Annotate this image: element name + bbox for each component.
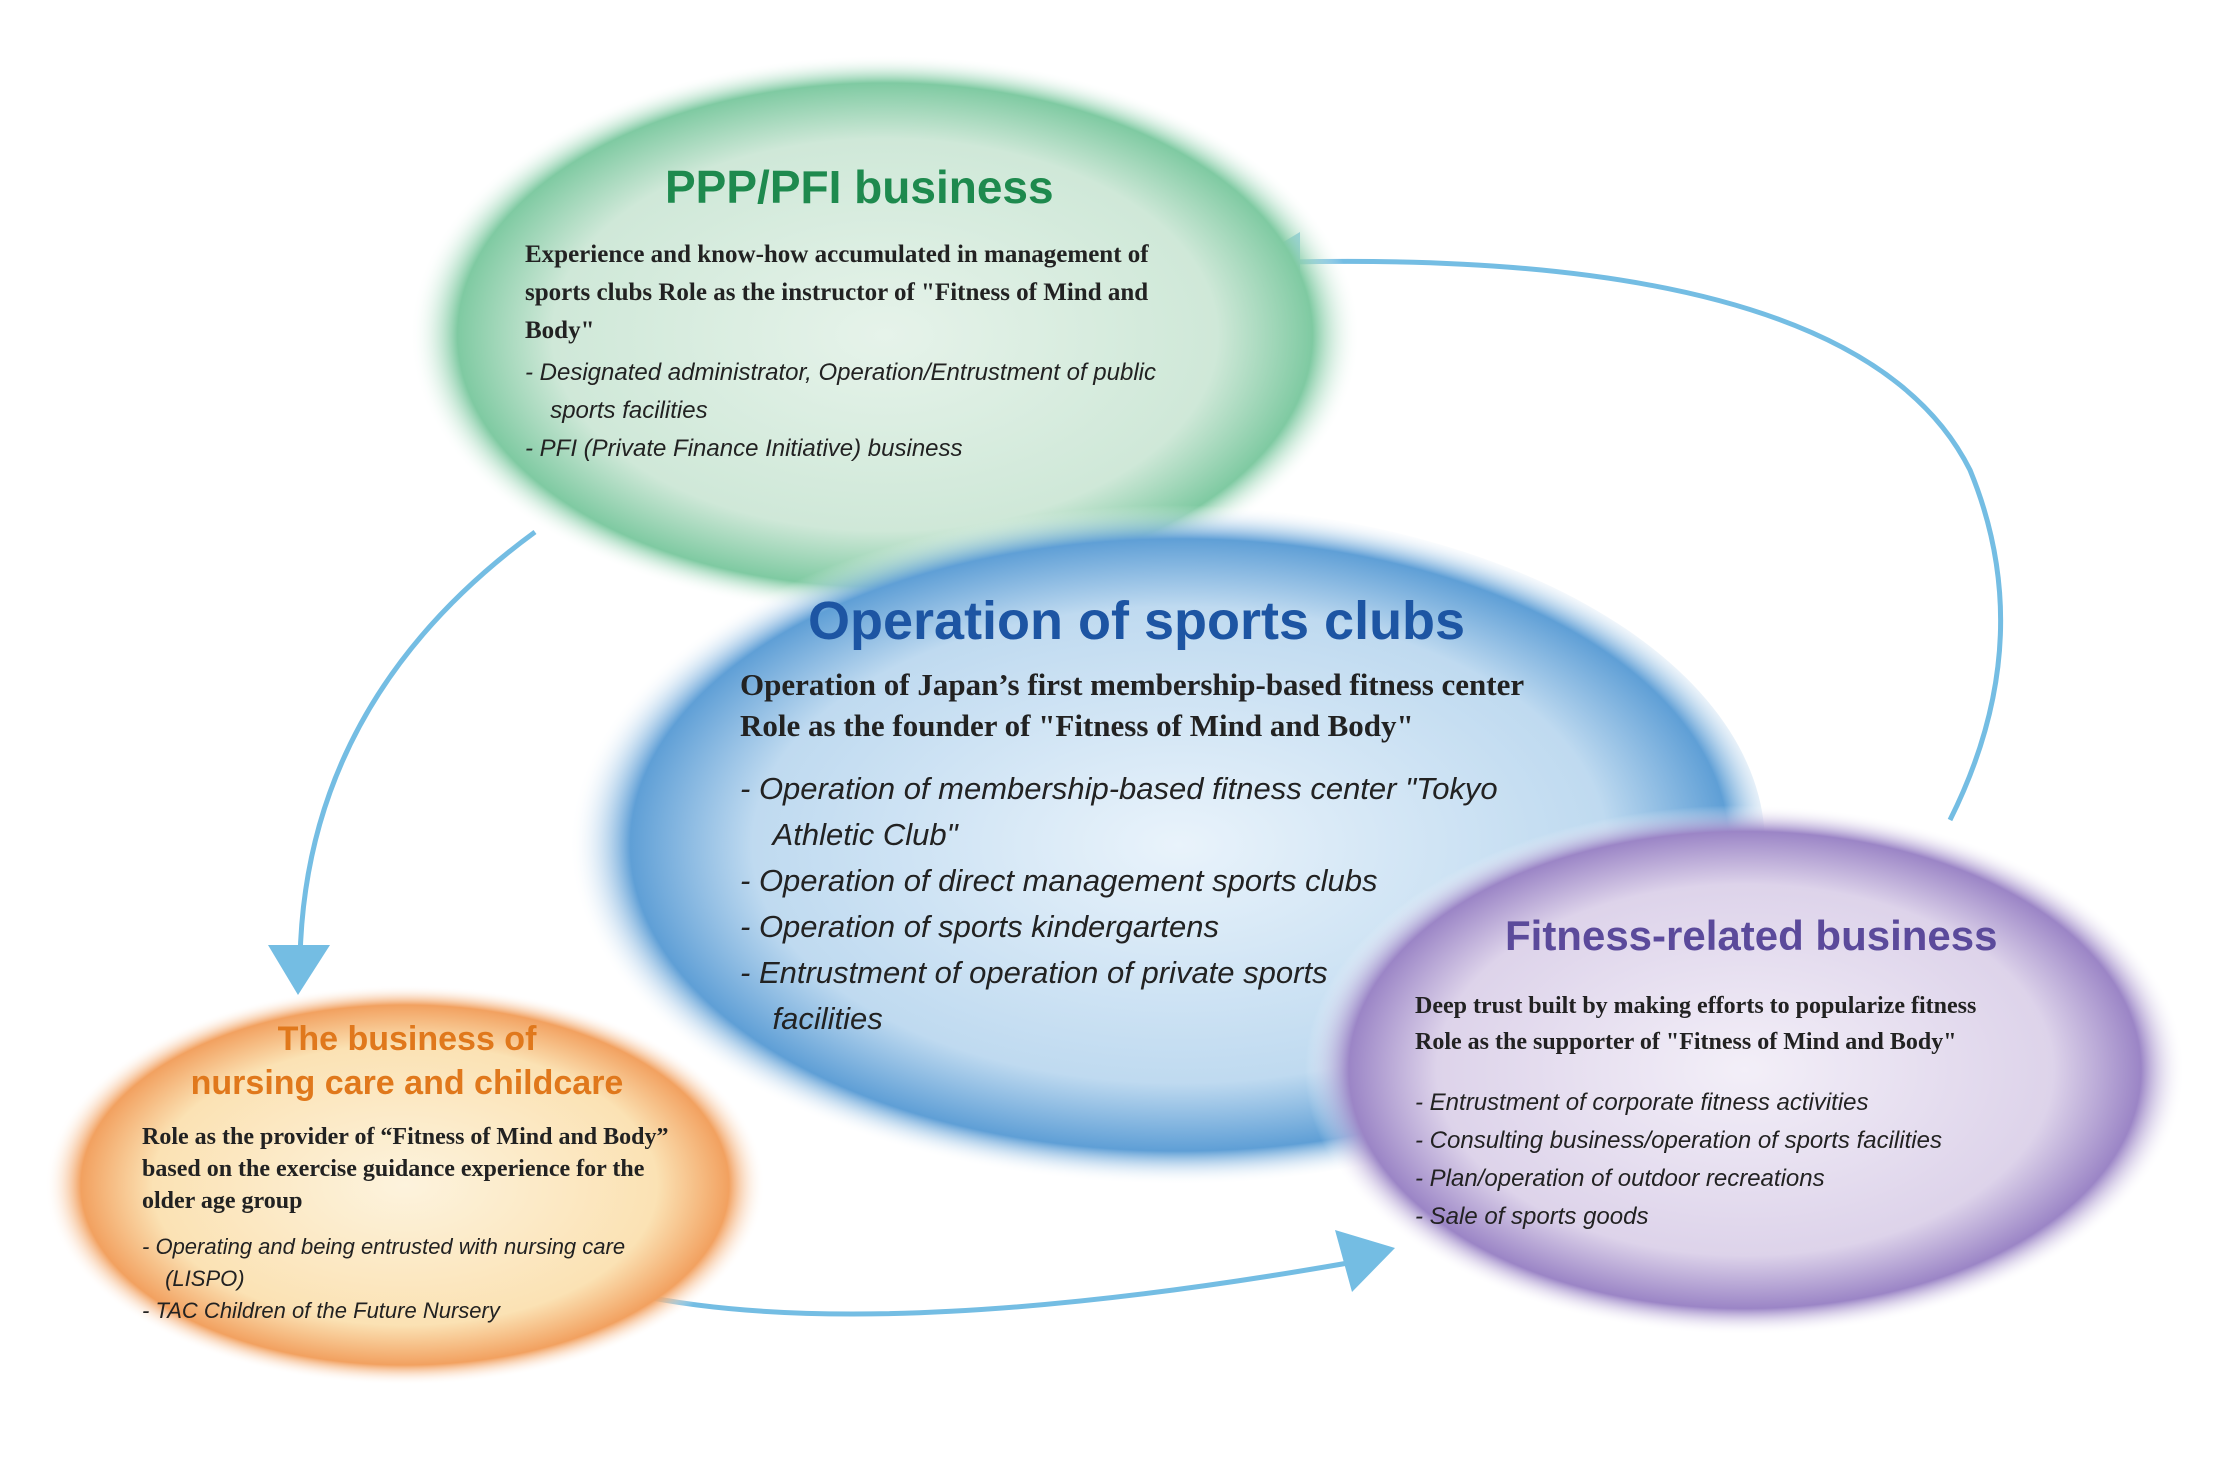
fitness-section: Fitness-related business Deep trust buil…: [1415, 912, 2075, 1252]
nursing-title-line: nursing care and childcare: [190, 1064, 624, 1102]
operation-item: Operation of sports kindergartens: [740, 904, 1640, 950]
fitness-item: Plan/operation of outdoor recreations: [1415, 1160, 2065, 1198]
ppp-title: PPP/PFI business: [665, 161, 1054, 213]
fitness-item-list: Entrustment of corporate fitness activit…: [1415, 1084, 2065, 1236]
fitness-item: Sale of sports goods: [1415, 1198, 2065, 1236]
operation-description-line: Operation of Japan’s first membership-ba…: [740, 667, 1525, 702]
nursing-item: Operating and being entrusted with nursi…: [142, 1231, 645, 1295]
fitness-item: Entrustment of corporate fitness activit…: [1415, 1084, 2065, 1122]
ppp-item-list: Designated administrator, Operation/Entr…: [525, 354, 1205, 468]
nursing-title: The business of nursing care and childca…: [142, 1017, 672, 1105]
operation-item: Entrustment of operation of private spor…: [740, 950, 1333, 1042]
arrow-ppp-to-nursing: [297, 529, 537, 961]
operation-section: Operation of sports clubs Operation of J…: [740, 590, 1660, 1070]
operation-description: Operation of Japan’s first membership-ba…: [740, 664, 1640, 746]
arrow-head-fitness: [1335, 1230, 1395, 1292]
nursing-description: Role as the provider of “Fitness of Mind…: [142, 1124, 669, 1214]
operation-item: Operation of membership-based fitness ce…: [740, 766, 1513, 858]
ppp-pfi-section: PPP/PFI business Experience and know-how…: [525, 160, 1225, 490]
arrow-fitness-to-ppp: [1289, 258, 2004, 822]
operation-title: Operation of sports clubs: [808, 591, 1466, 651]
fitness-description: Deep trust built by making efforts to po…: [1415, 988, 2065, 1060]
fitness-description-line: Deep trust built by making efforts to po…: [1415, 993, 1977, 1019]
ppp-item: Designated administrator, Operation/Entr…: [525, 354, 1205, 430]
fitness-description-line: Role as the supporter of "Fitness of Min…: [1415, 1029, 1957, 1055]
fitness-title: Fitness-related business: [1505, 912, 1998, 959]
ppp-item: PFI (Private Finance Initiative) busines…: [525, 430, 1205, 468]
operation-item-list: Operation of membership-based fitness ce…: [740, 766, 1640, 1042]
nursing-title-line: The business of: [277, 1020, 537, 1058]
nursing-section: The business of nursing care and childca…: [142, 1017, 702, 1337]
operation-description-line: Role as the founder of "Fitness of Mind …: [740, 708, 1414, 743]
arrow-head-nursing: [268, 945, 330, 995]
nursing-item-list: Operating and being entrusted with nursi…: [142, 1231, 672, 1327]
fitness-item: Consulting business/operation of sports …: [1415, 1122, 2065, 1160]
operation-item: Operation of direct management sports cl…: [740, 858, 1640, 904]
bubble-ppp: [410, 55, 1360, 615]
ppp-description: Experience and know-how accumulated in m…: [525, 241, 1149, 344]
nursing-item: TAC Children of the Future Nursery: [142, 1295, 672, 1327]
